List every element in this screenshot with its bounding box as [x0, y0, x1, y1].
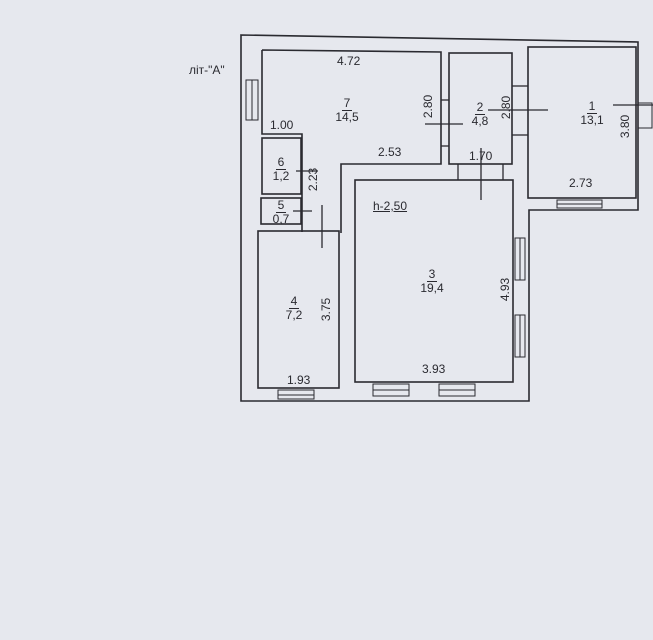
dim-r2-side: 2.80: [499, 95, 514, 120]
dim-r3-side: 4.93: [498, 277, 513, 302]
room-area: 19,4: [420, 281, 444, 295]
dim-r6-side: 2.23: [306, 167, 321, 192]
dim-r4-side: 3.75: [319, 297, 334, 322]
dim-r7-top: 4.72: [337, 54, 361, 68]
room-area: 4,8: [471, 114, 489, 128]
dim-r7-left: 1.00: [270, 118, 294, 132]
dim-r1-bottom: 2.73: [569, 176, 593, 190]
room-3-outline: [354, 179, 514, 383]
dim-r1-side: 3.80: [618, 114, 633, 139]
dim-r7-bottom: 2.53: [378, 145, 402, 159]
dim-r7-side: 2.80: [421, 94, 436, 119]
room-4-outline: [257, 230, 340, 389]
dim-r4-bottom: 1.93: [287, 373, 311, 387]
ceiling-height: h-2,50: [373, 199, 408, 213]
dim-r3-bottom: 3.93: [422, 362, 446, 376]
room-number: 4: [289, 294, 299, 309]
room-area: 13,1: [580, 113, 604, 127]
room-area: 14,5: [335, 110, 359, 124]
room-number: 6: [276, 155, 286, 170]
room-area: 0,7: [272, 212, 290, 226]
room-area: 1,2: [272, 169, 290, 183]
room-number: 7: [342, 96, 352, 111]
room-area: 7,2: [285, 308, 303, 322]
room-7-outline: [261, 49, 442, 233]
room-number: 5: [276, 198, 286, 213]
building-label: літ-"А": [189, 63, 225, 77]
door-marks: [293, 85, 653, 248]
outer-wall: [240, 34, 639, 402]
room-number: 2: [475, 100, 485, 115]
room-1-outline: [527, 46, 637, 199]
dim-r2-bottom: 1.70: [469, 149, 493, 163]
room-6-outline: [261, 137, 302, 195]
room-number: 3: [427, 267, 437, 282]
windows: [245, 79, 653, 400]
room-number: 1: [587, 99, 597, 114]
